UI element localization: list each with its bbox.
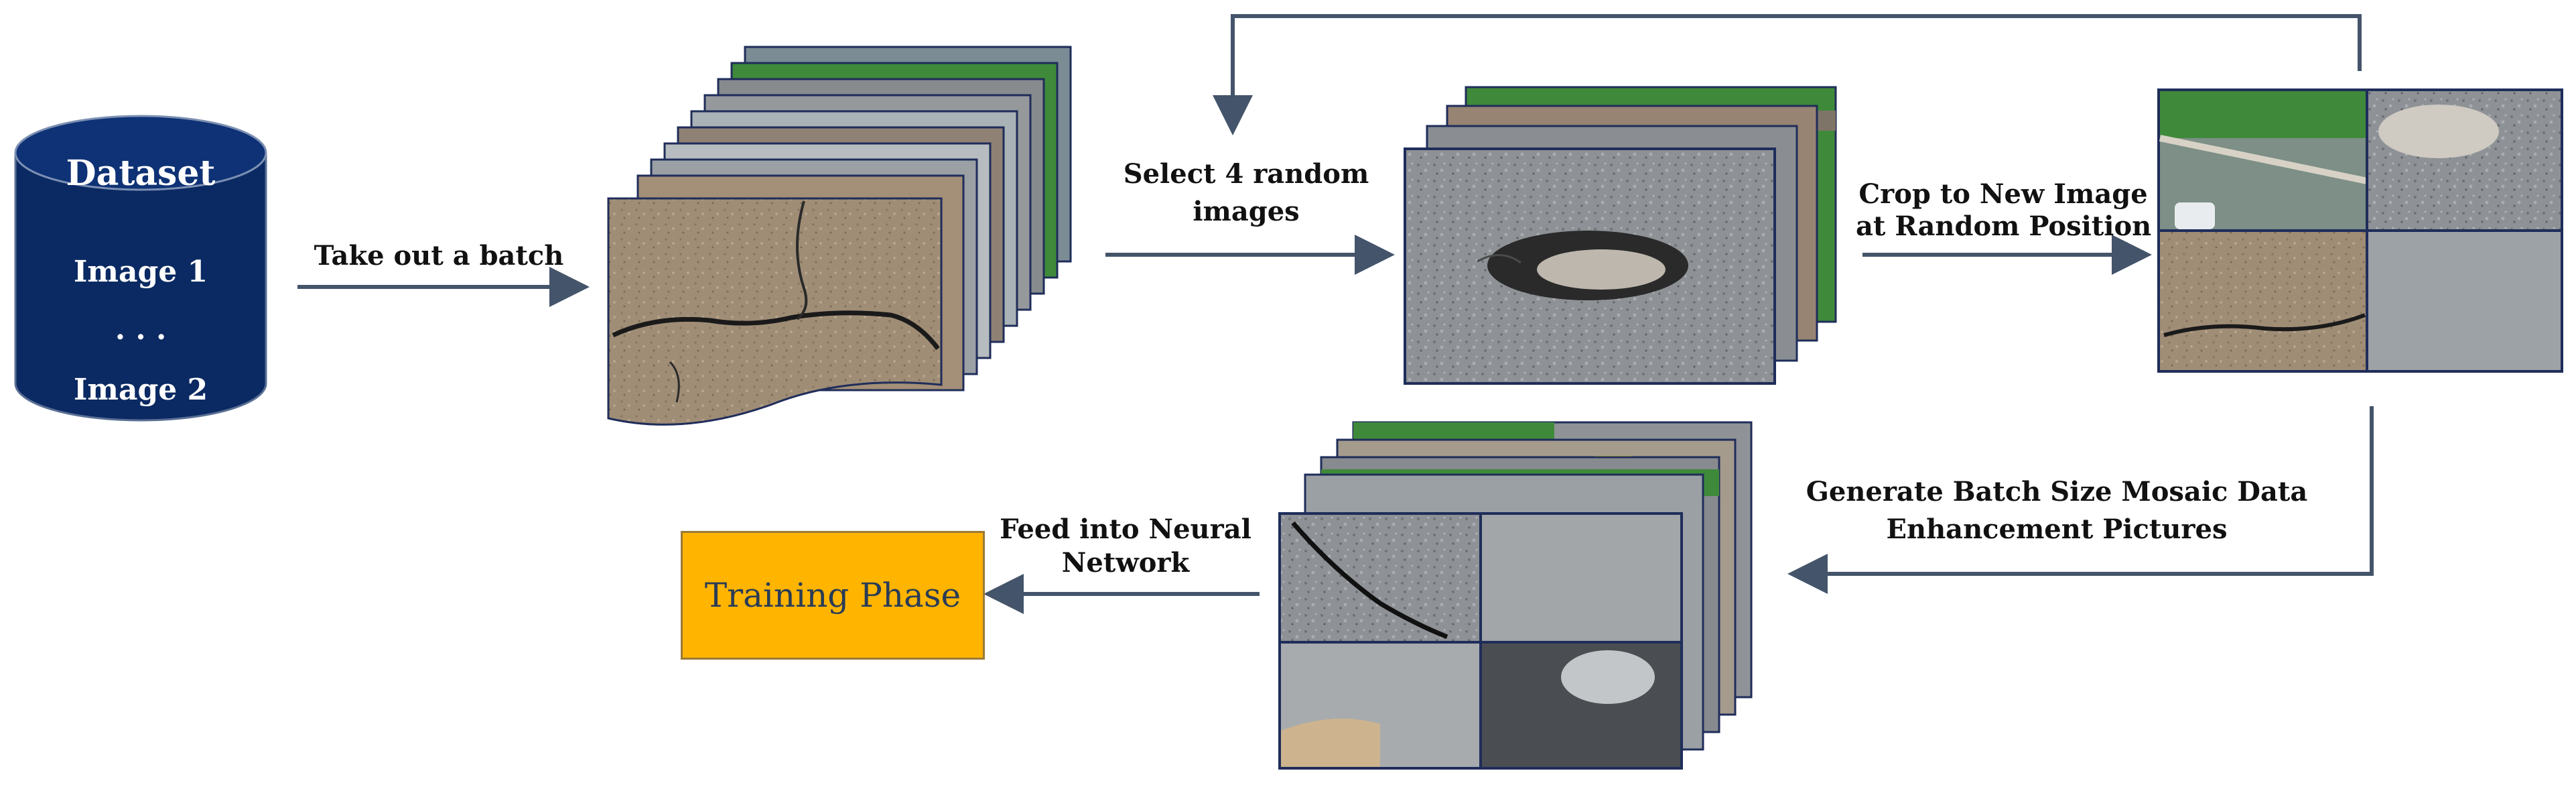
dataset-item-first: Image 1 [73,255,208,289]
label-take-batch: Take out a batch [314,240,564,271]
dataset-cylinder [14,115,267,422]
dataset-item-last: Image 2 [73,373,208,407]
mosaic-tile-bottom-right [2368,232,2561,370]
training-phase-box: Training Phase [681,531,985,660]
mosaic-image [2157,88,2563,373]
label-generate-1: Generate Batch Size Mosaic Data [1806,476,2308,507]
arrow-feedback-loop [1213,14,2362,135]
arrow-generate-batch [1787,406,2374,594]
mosaic-tile-bottom-left [2160,232,2367,370]
label-select-random-1: Select 4 random [1123,158,1369,190]
mosaic-batch-stack [1278,421,1753,770]
batch-image-stack [607,46,1072,426]
label-feed-1: Feed into Neural [1000,514,1251,545]
label-select-random-2: images [1193,196,1300,227]
training-phase-label: Training Phase [704,576,961,615]
label-feed-2: Network [1061,547,1190,579]
dataset-title: Dataset [66,153,216,194]
selected-images-stack [1404,86,1837,385]
dataset-ellipsis: . . . [115,312,167,347]
label-crop-1: Crop to New Image [1858,178,2148,210]
label-generate-2: Enhancement Pictures [1886,514,2228,545]
label-crop-2: at Random Position [1856,210,2152,242]
